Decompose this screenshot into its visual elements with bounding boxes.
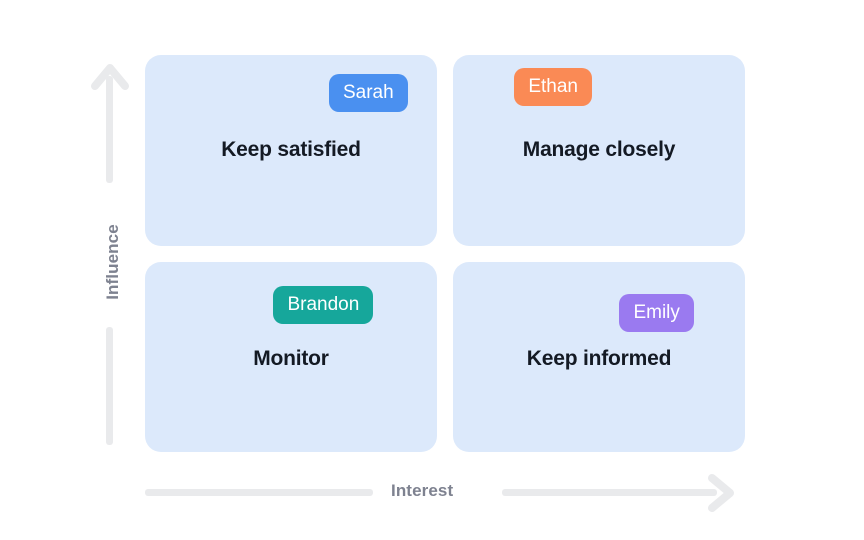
stakeholder-name: Brandon [287,294,360,316]
stakeholder-tag-brandon[interactable]: Brandon [273,286,374,325]
stakeholder-tag-emily[interactable]: Emily [619,293,694,332]
quadrant-grid: Sarah Keep satisfied Ethan Manage closel… [145,55,745,452]
quadrant-keep-informed[interactable]: Emily Keep informed [453,261,745,452]
arrow-up-icon [91,64,129,90]
quadrant-title: Monitor [253,346,329,370]
x-axis-label: Interest [391,481,454,500]
y-axis-line-upper [106,76,113,183]
stakeholder-name: Ethan [528,76,578,98]
quadrant-monitor[interactable]: Brandon Monitor [145,261,437,452]
stakeholder-tag-sarah[interactable]: Sarah [328,74,408,113]
y-axis-label: Influence [103,224,122,300]
stakeholder-name: Emily [633,301,680,323]
quadrant-title: Keep informed [526,346,672,370]
quadrant-title: Manage closely [522,138,676,161]
stakeholder-name: Sarah [342,82,394,104]
quadrant-manage-closely[interactable]: Ethan Manage closely [453,55,745,246]
y-axis-line-lower [106,327,113,445]
quadrant-keep-satisfied[interactable]: Sarah Keep satisfied [145,55,437,246]
stakeholder-tag-ethan[interactable]: Ethan [514,68,592,107]
x-axis-line-left [145,489,373,496]
arrow-right-icon [708,474,734,512]
x-axis-line-right [502,489,717,496]
quadrant-title: Keep satisfied [221,138,361,161]
